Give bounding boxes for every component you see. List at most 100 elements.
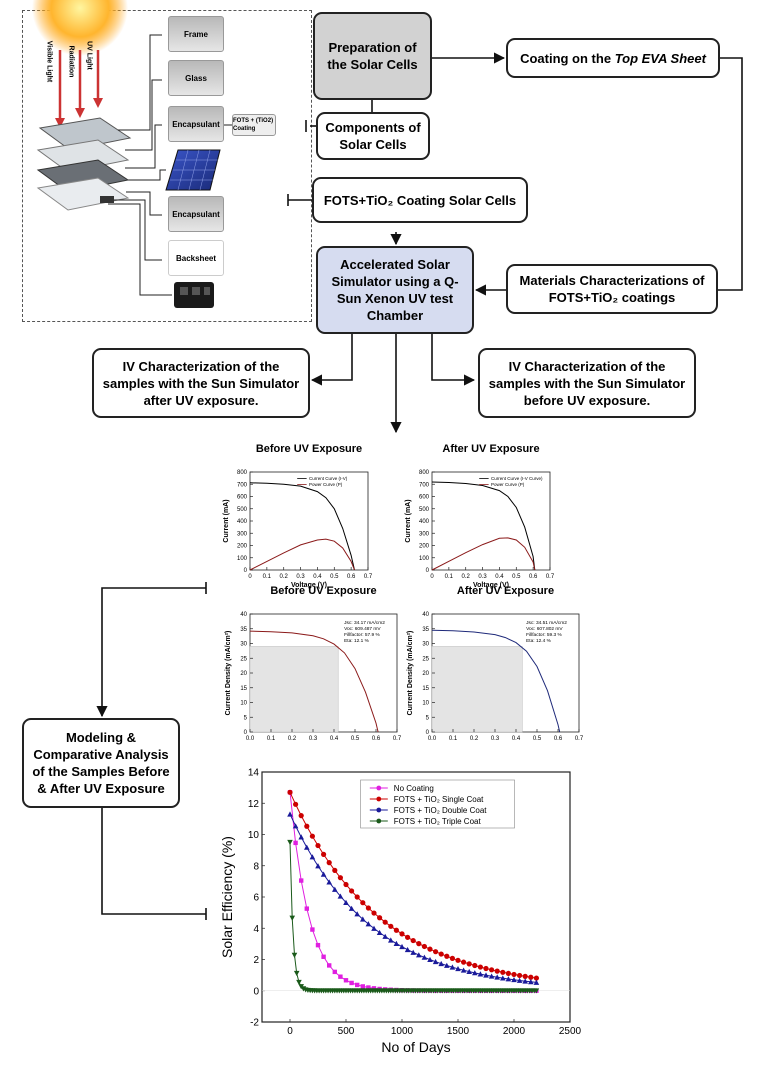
chart-4-series-0-point [366,985,371,990]
chart-3-xtick-label: 0.1 [449,736,458,742]
chart-4-series-3-point [293,970,300,977]
chart-0-xtick-label: 0.3 [296,574,305,580]
chart-4-ytick-label: 10 [248,830,260,841]
chart-4-series-3-point [287,839,293,846]
chart-4-series-2-point [511,976,517,983]
iv-after-box: IV Characterization of the samples with … [92,348,310,418]
chart-4-series-2-point [533,979,540,985]
chart-4-series-2-point [382,933,388,939]
chart-4-series-0-point [371,986,377,991]
components-box: Components of Solar Cells [316,112,430,160]
chart-1-ytick-label: 100 [419,556,430,562]
chart-4-xtick-label: 2500 [559,1026,582,1037]
chart-4-series-2-point [421,954,428,960]
chart-4-series-1-point [466,961,472,967]
chart-3-xtick-label: 0.2 [470,736,479,742]
chart-4-series-2-point [438,960,444,967]
chart-1-title: After UV Exposure [442,443,539,455]
chart-4-series-2-point [410,949,416,955]
chart-3-ylabel: Current Density (mA/cm²) [407,631,414,716]
chart-3-ytick-label: 20 [422,671,429,677]
chart-4-series-1-point [399,931,405,937]
iv-before-emphasis: before UV exposure. [523,392,651,408]
chart-4-legend-label: FOTS + TiO₂ Triple Coat [394,817,482,826]
chart-4-series-1-point [349,888,355,894]
chart-1-ytick-label: 800 [419,470,430,476]
chart-2-xtick-label: 0.0 [246,736,255,742]
chart-4-xtick-label: 0 [287,1026,293,1037]
chart-0-ylabel: Current (mA) [223,499,230,542]
chart-2-xtick-label: 0.3 [309,736,318,742]
chart-3-xtick-label: 0.5 [533,736,542,742]
chart-4-series-1-point [393,927,399,933]
coating-box-text: Coating on the [520,50,612,66]
chart-4-legend-marker [376,796,382,802]
chart-2-annotation: Eta: 12.1 % [344,638,370,644]
chart-3-ytick-label: 15 [422,686,429,692]
chart-4-series-1-point [433,949,439,955]
chart-4-legend-label: FOTS + TiO₂ Double Coat [394,806,487,815]
chart-2-annotation: Voc: 609.487 mV [344,626,381,632]
chart-3-annotation: Jsc: 34.51 mA/cm2 [526,620,567,626]
chart-0-ytick-label: 300 [237,531,248,537]
iv-before-text: IV Characterization of the samples with … [488,358,686,391]
chart-4-series-3-point [289,915,296,921]
chart-4-series-1-point [326,860,332,866]
chart-3-xtick-label: 0.0 [428,736,437,742]
chart-4-series-1-point [472,962,478,969]
chart-3-xtick-label: 0.3 [491,736,500,742]
chart-2-annotation: Jsc: 34.17 mA/cm2 [344,620,385,626]
chart-4-series-1-point [371,910,377,916]
chart-4-series-2-point [360,916,366,922]
chart-0-xlabel: Voltage (V) [291,582,327,589]
chart-1-legend-label: Power Curve (P) [491,482,525,487]
chart-4-series-2-point [393,940,400,946]
chart-4-series-2-point [432,958,439,965]
chart-4-series-1-point [438,951,444,957]
chart-0-legend-label: Power Curve (P) [309,482,343,487]
chart-2-xtick-label: 0.1 [267,736,276,742]
chart-2-mpp-rect [249,646,339,733]
chart-4-series-0-point [332,969,337,975]
chart-0-xtick-label: 0.2 [280,574,289,580]
chart-4-series-2-point [466,968,472,975]
chart-4-series-0-point [299,878,304,883]
chart-2-ytick-label: 25 [240,656,247,662]
chart-4-xtick-label: 500 [338,1026,355,1037]
chart-4-xlabel: No of Days [381,1039,450,1055]
chart-4-ylabel: Solar Efficiency (%) [219,836,235,958]
chart-0-ytick-label: 0 [244,568,248,574]
chart-3-ytick-label: 5 [426,715,430,721]
layer-glass: Glass [168,60,224,96]
chart-4-series-1-point [293,801,299,807]
chart-4-series-2-point [365,921,372,927]
iv-after-emphasis: after UV exposure. [143,392,259,408]
chart-0-series-1-line [249,538,355,571]
solar-panel-diagram [22,10,312,322]
chart-4-series-2-point [472,970,478,976]
preparation-box: Preparation of the Solar Cells [313,12,432,100]
chart-4-series-0-point [327,963,332,968]
chart-4-series-2-point [505,976,512,982]
chart-2-title: Before UV Exposure [270,585,376,597]
chart-4-series-2-point [320,871,327,877]
chart-1-legend-label: Current Curve (I-V Curve) [491,476,543,481]
chart-0-xtick-label: 0.5 [330,574,339,580]
chart-0-xtick-label: 0.4 [313,574,322,580]
chart-4-series-1-point [382,919,388,925]
chart-1-ytick-label: 200 [419,544,430,550]
chart-1-xtick-label: 0 [430,574,434,580]
chart-1-xtick-label: 0.6 [529,574,538,580]
chart-4-series-2-point [337,893,344,899]
chart-4-series-1-point [483,965,489,972]
chart-4-series-3-point [533,988,540,994]
chart-4-series-1-point [416,941,422,947]
chart-4-series-2-point [404,946,411,953]
chart-4-series-0-point [321,954,326,959]
chart-4-series-0-point [310,927,315,932]
chart-4-ytick-label: 0 [253,986,259,997]
chart-4-series-2-point [292,823,299,829]
chart-4-series-2-point [399,943,405,950]
